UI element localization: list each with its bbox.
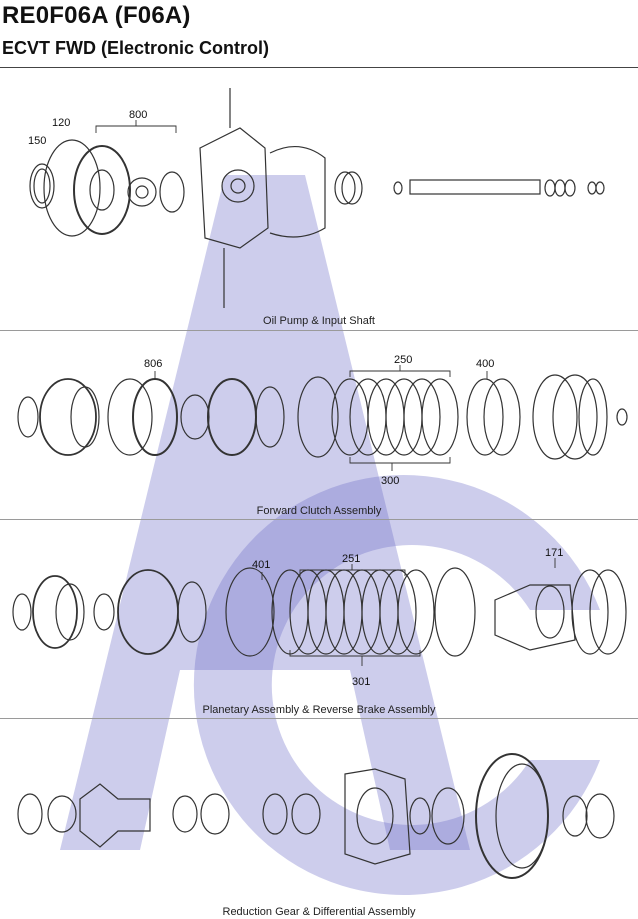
section-forward-clutch: 806 250 400 300 Forward Clutch Assembly — [0, 331, 638, 519]
header: RE0F06A (F06A) ECVT FWD (Electronic Cont… — [0, 0, 638, 68]
section-divider — [0, 519, 638, 520]
callout-300: 300 — [381, 475, 399, 487]
callout-301: 301 — [352, 676, 370, 688]
callout-120: 120 — [52, 117, 70, 129]
callout-806: 806 — [144, 358, 162, 370]
section-oil-pump: 150 120 800 Oil Pump & Input Shaft — [0, 68, 638, 330]
section-reduction-gear: Reduction Gear & Differential Assembly — [0, 719, 638, 919]
section-divider — [0, 330, 638, 331]
caption-oil-pump: Oil Pump & Input Shaft — [263, 315, 375, 327]
caption-reduction-gear: Reduction Gear & Differential Assembly — [222, 906, 416, 918]
page-title: RE0F06A (F06A) — [2, 2, 191, 29]
callout-400: 400 — [476, 358, 494, 370]
callout-171: 171 — [545, 547, 563, 559]
callout-800: 800 — [129, 109, 147, 121]
callout-250: 250 — [394, 354, 412, 366]
section-planetary: 401 251 171 301 Planetary Assembly & Rev… — [0, 520, 638, 718]
caption-planetary: Planetary Assembly & Reverse Brake Assem… — [202, 704, 436, 716]
page-subtitle: ECVT FWD (Electronic Control) — [2, 38, 269, 58]
callout-150: 150 — [28, 135, 46, 147]
caption-forward-clutch: Forward Clutch Assembly — [256, 505, 382, 517]
header-divider — [0, 67, 638, 68]
reduction-gear-diagram — [17, 753, 615, 879]
section-divider — [0, 718, 638, 719]
callout-401: 401 — [252, 559, 270, 571]
oil-pump-diagram: 150 120 800 — [28, 88, 605, 308]
forward-clutch-diagram: 806 250 400 300 — [17, 354, 628, 487]
callout-251: 251 — [342, 553, 360, 565]
planetary-diagram: 401 251 171 301 — [12, 547, 627, 688]
